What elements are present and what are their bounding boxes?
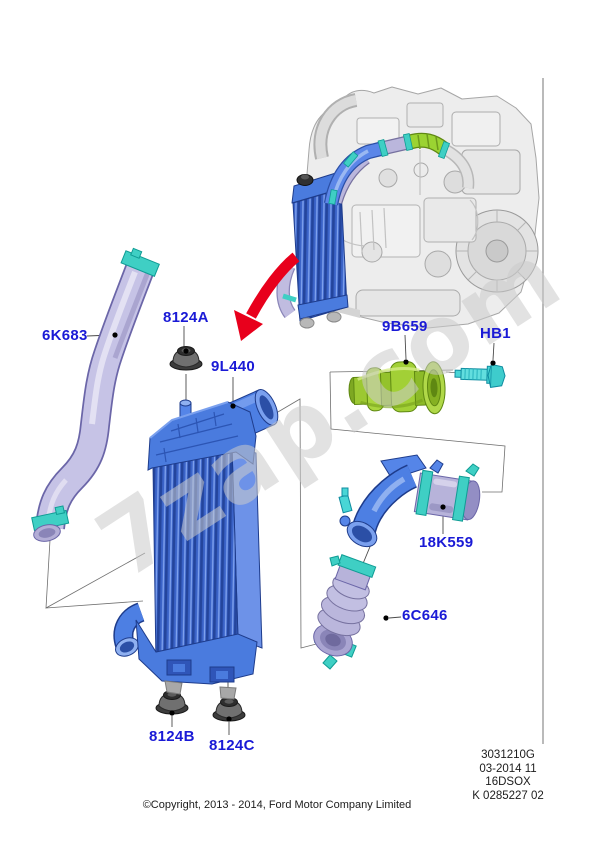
bolt-hb1 bbox=[454, 363, 506, 388]
callout-8124c[interactable]: 8124C bbox=[209, 737, 255, 754]
doc-info-line: 03-2014 11 bbox=[479, 762, 537, 775]
doc-info-line: K 0285227 02 bbox=[472, 789, 544, 802]
callout-9l440[interactable]: 9L440 bbox=[211, 358, 256, 375]
doc-info-line: 3031210G bbox=[481, 749, 535, 761]
pipe-18k559 bbox=[338, 454, 481, 548]
doc-info-line: 16DSOX bbox=[485, 776, 531, 788]
copyright-notice: ©Copyright, 2013 - 2014, Ford Motor Comp… bbox=[142, 799, 412, 811]
callout-hb1[interactable]: HB1 bbox=[480, 325, 511, 342]
engine-illustration bbox=[276, 86, 540, 329]
red-arrow bbox=[234, 252, 300, 341]
callout-6k683[interactable]: 6K683 bbox=[42, 327, 88, 344]
hose-6k683 bbox=[31, 247, 160, 542]
hose-6c646 bbox=[313, 554, 377, 670]
callout-18k559[interactable]: 18K559 bbox=[419, 534, 474, 551]
callout-8124a[interactable]: 8124A bbox=[163, 309, 209, 326]
doc-info-block: 3031210G 03-2014 11 16DSOX K 0285227 02 bbox=[442, 749, 574, 803]
engine-charge-pipes bbox=[323, 132, 475, 206]
leader-dots bbox=[112, 332, 496, 722]
callout-9b659[interactable]: 9B659 bbox=[382, 318, 428, 335]
callout-6c646[interactable]: 6C646 bbox=[402, 607, 448, 624]
callout-8124b[interactable]: 8124B bbox=[149, 728, 195, 745]
intercooler-9l440 bbox=[113, 389, 279, 700]
pipe-9b659 bbox=[348, 361, 446, 415]
